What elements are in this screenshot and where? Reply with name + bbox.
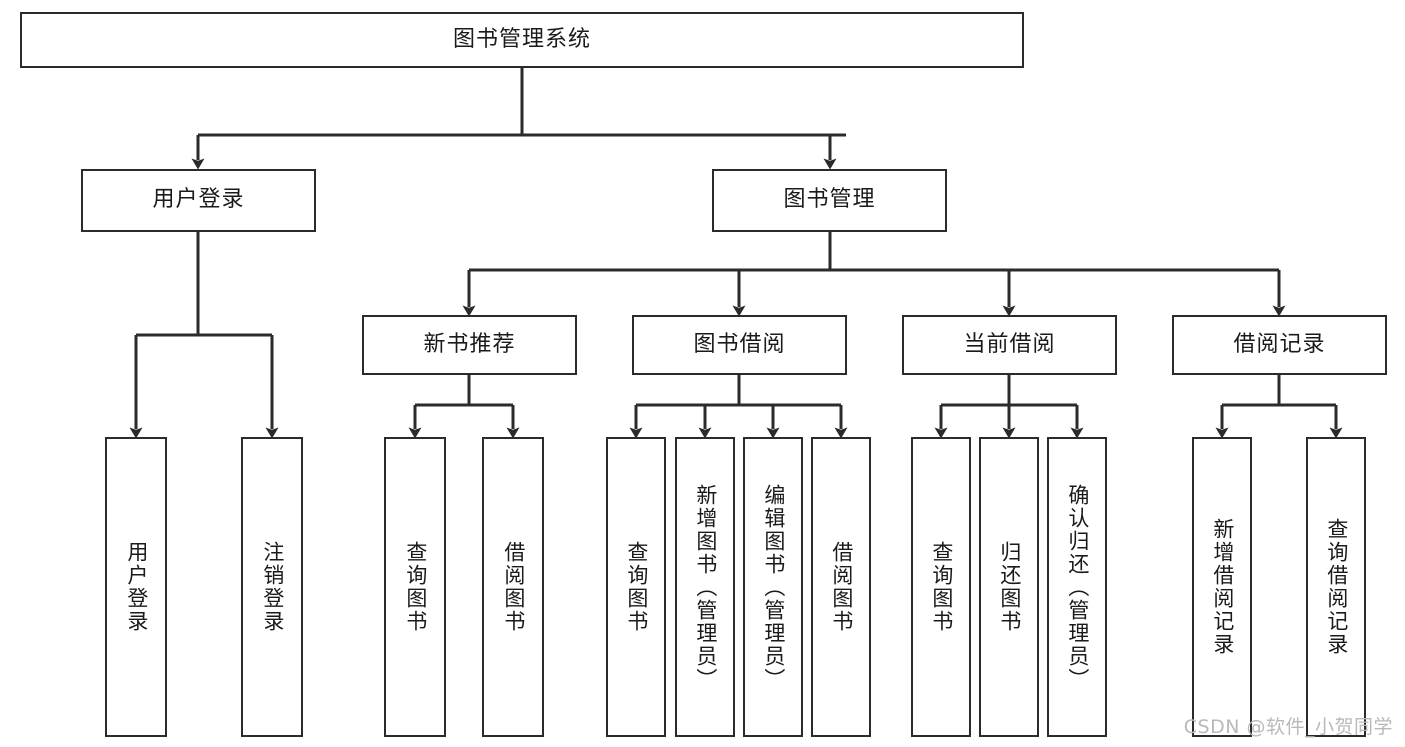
csdn-watermark: CSDN @软件_小贺同学 [1183, 716, 1393, 738]
leaf-add-borrow-record[interactable]: 新增借阅记录 [1192, 437, 1252, 737]
leaf-edit-book[interactable]: 编辑图书（管理员） [743, 437, 803, 737]
leaf-add-borrow-record-label: 新增借阅记录 [1210, 518, 1235, 656]
leaf-logout[interactable]: 注销登录 [241, 437, 303, 737]
leaf-confirm-return-label: 确认归还（管理员） [1065, 483, 1090, 691]
node-root-system-label: 图书管理系统 [452, 26, 591, 52]
leaf-borrow-book[interactable]: 借阅图书 [811, 437, 871, 737]
leaf-add-book-label: 新增图书（管理员） [693, 483, 718, 691]
leaf-edit-book-label: 编辑图书（管理员） [761, 483, 786, 691]
leaf-query-book-current-label: 查询图书 [929, 541, 954, 633]
leaf-query-book-current[interactable]: 查询图书 [911, 437, 971, 737]
leaf-borrow-book-label: 借阅图书 [829, 541, 854, 633]
node-user-login-label: 用户登录 [152, 187, 245, 213]
node-current-borrow-label: 当前借阅 [963, 331, 1056, 357]
leaf-return-book[interactable]: 归还图书 [979, 437, 1039, 737]
node-root-system[interactable]: 图书管理系统 [20, 12, 1024, 68]
leaf-borrow-book-recommend-label: 借阅图书 [501, 541, 526, 633]
leaf-return-book-label: 归还图书 [997, 541, 1022, 633]
leaf-query-borrow-record[interactable]: 查询借阅记录 [1306, 437, 1366, 737]
node-new-book-recommend-label: 新书推荐 [423, 331, 516, 357]
leaf-query-book-recommend[interactable]: 查询图书 [384, 437, 446, 737]
node-borrow-records-label: 借阅记录 [1233, 331, 1326, 357]
node-current-borrow[interactable]: 当前借阅 [902, 315, 1117, 375]
node-new-book-recommend[interactable]: 新书推荐 [362, 315, 577, 375]
node-user-login[interactable]: 用户登录 [81, 169, 316, 232]
leaf-confirm-return[interactable]: 确认归还（管理员） [1047, 437, 1107, 737]
leaf-query-book-borrow[interactable]: 查询图书 [606, 437, 666, 737]
leaf-add-book[interactable]: 新增图书（管理员） [675, 437, 735, 737]
node-book-manage[interactable]: 图书管理 [712, 169, 947, 232]
leaf-user-login[interactable]: 用户登录 [105, 437, 167, 737]
node-book-borrow-label: 图书借阅 [693, 331, 786, 357]
leaf-query-borrow-record-label: 查询借阅记录 [1324, 518, 1349, 656]
node-book-borrow[interactable]: 图书借阅 [632, 315, 847, 375]
leaf-borrow-book-recommend[interactable]: 借阅图书 [482, 437, 544, 737]
node-borrow-records[interactable]: 借阅记录 [1172, 315, 1387, 375]
node-book-manage-label: 图书管理 [783, 187, 876, 213]
leaf-user-login-label: 用户登录 [124, 541, 149, 633]
leaf-logout-label: 注销登录 [260, 541, 285, 633]
leaf-query-book-recommend-label: 查询图书 [403, 541, 428, 633]
leaf-query-book-borrow-label: 查询图书 [624, 541, 649, 633]
